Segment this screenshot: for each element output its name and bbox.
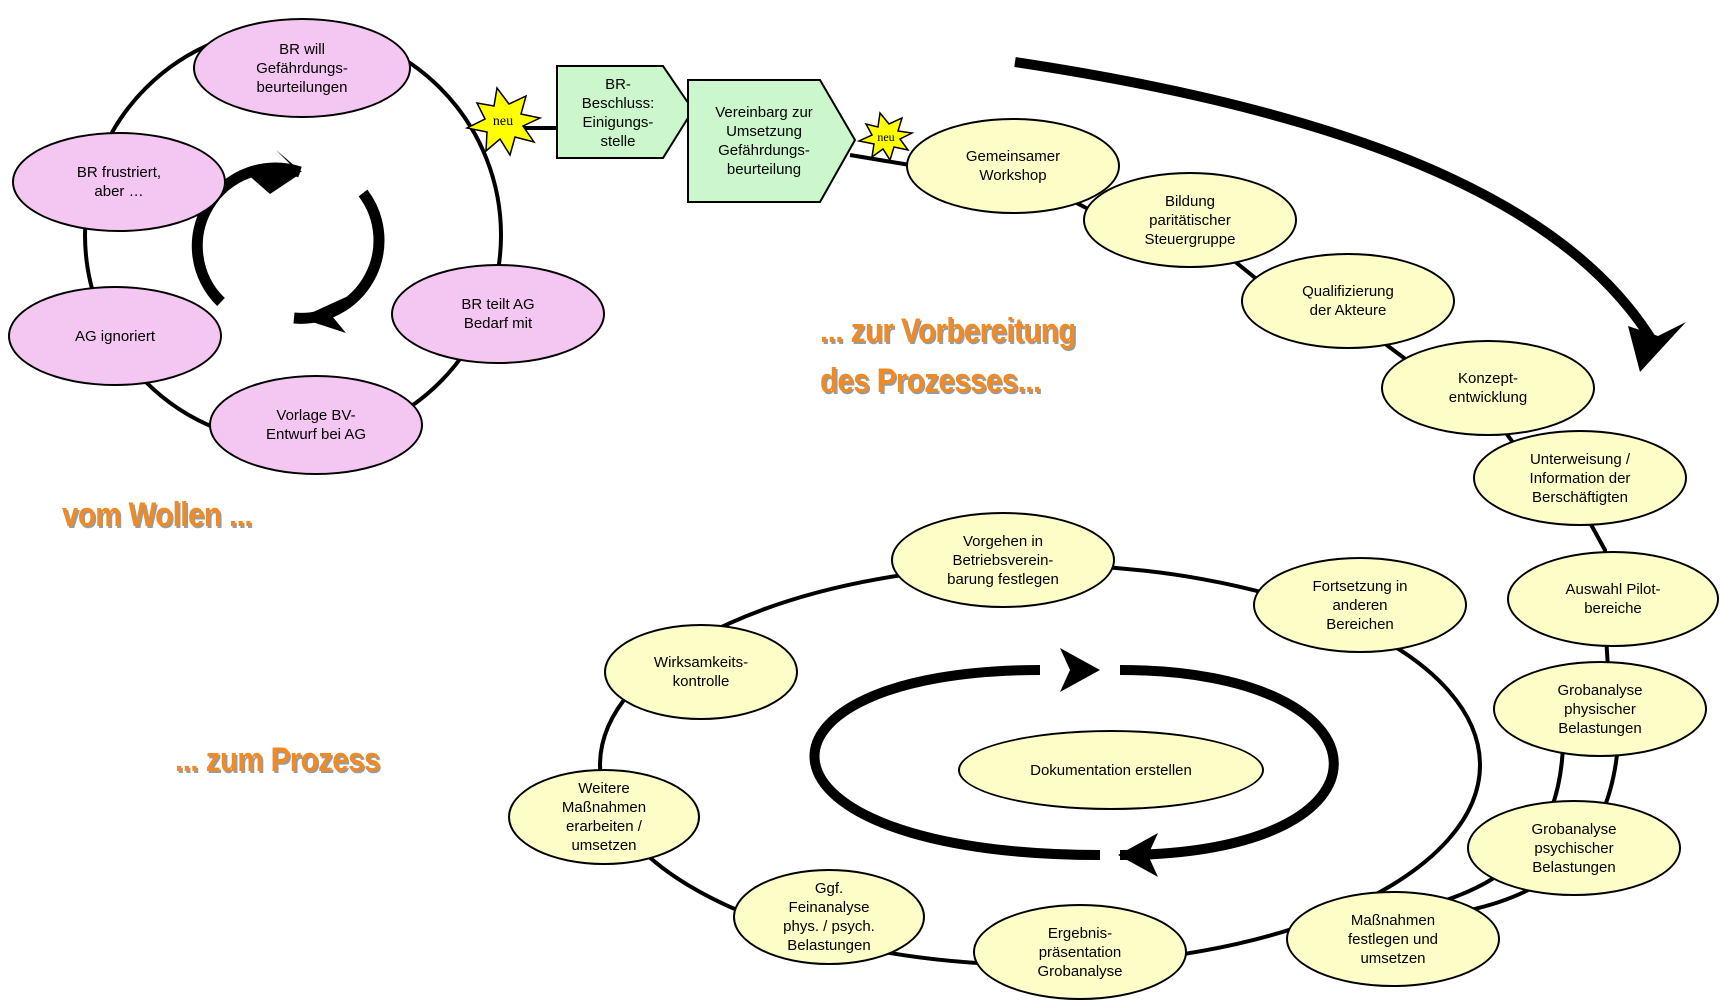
- big-curved-arrowhead: [1628, 322, 1686, 372]
- heading-vom-wollen: vom Wollen ...: [62, 496, 253, 534]
- process-inner-arrowhead-bottom: [1118, 833, 1158, 877]
- heading-zum-prozess: ... zum Prozess: [175, 741, 380, 779]
- node-dokumentation: Dokumentation erstellen: [958, 730, 1264, 810]
- node-pilotbereiche: Auswahl Pilot- bereiche: [1507, 551, 1719, 647]
- node-vorgehen: Vorgehen in Betriebsverein- barung festl…: [891, 512, 1115, 608]
- node-grobanalyse-psychisch: Grobanalyse psychischer Belastungen: [1467, 800, 1681, 896]
- node-unterweisung: Unterweisung / Information der Berschäft…: [1473, 430, 1687, 526]
- node-vorlage-bv: Vorlage BV- Entwurf bei AG: [209, 375, 423, 475]
- node-feinanalyse: Ggf. Feinanalyse phys. / psych. Belastun…: [733, 869, 925, 965]
- node-ag-ignoriert: AG ignoriert: [8, 286, 222, 386]
- big-curved-arrow: [1014, 57, 1660, 348]
- badge-star-1: [464, 86, 543, 157]
- wollen-cycle-arrowhead-top: [246, 150, 302, 194]
- step-einigungsstelle: BR- Beschluss: Einigungs- stelle: [581, 76, 655, 150]
- node-fortsetzung: Fortsetzung in anderen Bereichen: [1253, 557, 1467, 653]
- node-steuergruppe: Bildung paritätischer Steuergruppe: [1083, 172, 1297, 268]
- node-grobanalyse-physisch: Grobanalyse physischer Belastungen: [1493, 661, 1707, 757]
- process-inner-arrow-bottom: [809, 665, 1101, 860]
- step-vereinbarung: Vereinbarg zur Umsetzung Gefährdungs- be…: [715, 104, 813, 178]
- wollen-cycle-arrowhead-bottom: [300, 297, 346, 333]
- node-ergebnis: Ergebnis- präsentation Grobanalyse: [973, 904, 1187, 1000]
- node-konzeptentwicklung: Konzept- entwicklung: [1381, 340, 1595, 436]
- node-br-will: BR will Gefährdungs- beurteilungen: [193, 18, 411, 118]
- node-wirksamkeit: Wirksamkeits- kontrolle: [604, 624, 798, 720]
- node-massnahmen: Maßnahmen festlegen und umsetzen: [1286, 891, 1500, 987]
- badge-star-2: [856, 111, 915, 162]
- node-br-teilt-ag: BR teilt AG Bedarf mit: [391, 264, 605, 364]
- process-inner-arrow-top: [1119, 665, 1339, 860]
- step-shape-vereinbarung: [687, 79, 857, 203]
- badge-neu-1: neu: [492, 114, 514, 129]
- connector-step-to-workshop: [849, 153, 911, 167]
- process-inner-arrowhead-top: [1060, 648, 1100, 692]
- badge-neu-2: neu: [877, 129, 895, 144]
- node-workshop: Gemeinsamer Workshop: [906, 118, 1120, 214]
- heading-vorbereitung: ... zur Vorbereitung des Prozesses...: [820, 312, 1076, 400]
- step-shape-einigungsstelle: [556, 65, 695, 159]
- wollen-cycle-arrow-bottom: [293, 189, 385, 324]
- node-qualifizierung: Qualifizierung der Akteure: [1241, 253, 1455, 349]
- node-weitere-massnahmen: Weitere Maßnahmen erarbeiten / umsetzen: [508, 769, 700, 865]
- node-br-frustriert: BR frustriert, aber …: [12, 132, 226, 232]
